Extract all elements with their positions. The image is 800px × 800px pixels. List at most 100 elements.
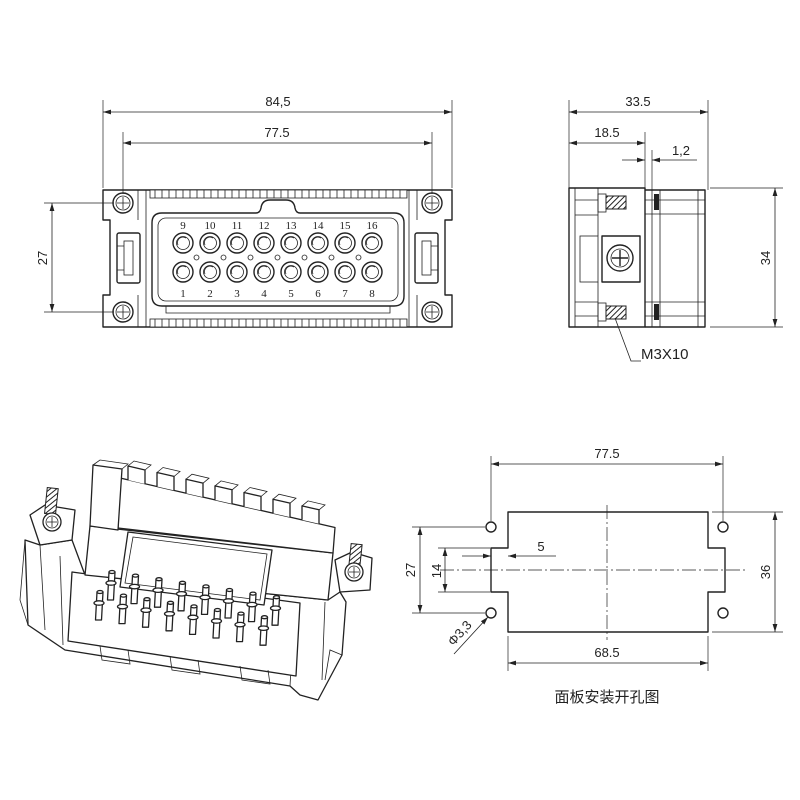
contact-pin: 16 bbox=[361, 220, 383, 254]
pin-socket-inner bbox=[230, 236, 244, 250]
pin-socket-outer bbox=[361, 261, 383, 283]
cutout-caption: 面板安装开孔图 bbox=[554, 688, 659, 706]
top-ribs bbox=[149, 189, 408, 199]
pin-contact-arc bbox=[285, 265, 295, 275]
contact-pin: 2 bbox=[199, 261, 221, 300]
pin-number: 13 bbox=[286, 220, 298, 232]
pin-socket-outer bbox=[280, 261, 302, 283]
iso-pin bbox=[269, 595, 282, 626]
pin-socket-inner bbox=[338, 236, 352, 250]
contact-pin: 7 bbox=[334, 261, 356, 300]
mounting-hole bbox=[485, 521, 497, 533]
pin-number: 9 bbox=[180, 220, 186, 232]
pin-contact-arc bbox=[258, 236, 268, 246]
contact-pin: 11 bbox=[226, 220, 248, 254]
insert-base-steps bbox=[165, 306, 391, 314]
contact-pin: 5 bbox=[280, 261, 302, 300]
pin-contact-arc bbox=[231, 265, 241, 275]
pin-socket-inner bbox=[311, 236, 325, 250]
iso-pin bbox=[163, 600, 176, 632]
pin-socket-outer bbox=[307, 261, 329, 283]
iso-left-post bbox=[89, 464, 123, 531]
pin-number: 2 bbox=[207, 288, 213, 300]
iso-pin bbox=[93, 589, 105, 621]
pin-contact-arc bbox=[312, 265, 322, 275]
pin-number: 3 bbox=[234, 288, 240, 300]
front-housing-profile bbox=[568, 187, 646, 328]
pin-socket-inner bbox=[257, 236, 271, 250]
pin-contact-arc bbox=[177, 236, 187, 246]
mounting-screw bbox=[112, 192, 134, 214]
insert-coding-dot bbox=[274, 254, 281, 261]
insert-coding-dot bbox=[328, 254, 335, 261]
iso-pin bbox=[116, 593, 129, 625]
iso-pin bbox=[152, 577, 164, 608]
iso-pin bbox=[128, 573, 141, 605]
pin-number: 16 bbox=[367, 220, 379, 232]
front-view: 84,5 77.5 27 bbox=[35, 94, 453, 328]
iso-post-side bbox=[92, 459, 129, 470]
screw-m3-top bbox=[605, 195, 627, 210]
bottom-ribs bbox=[149, 318, 408, 328]
contact-pin: 13 bbox=[280, 220, 302, 254]
contact-pin: 10 bbox=[199, 220, 221, 254]
flange-divider-lines bbox=[137, 190, 418, 327]
iso-pin bbox=[234, 611, 246, 643]
iso-pin bbox=[199, 584, 211, 616]
contact-pin: 3 bbox=[226, 261, 248, 300]
dim-text-notch-height: 14 bbox=[429, 564, 444, 578]
pin-number: 5 bbox=[288, 288, 294, 300]
profile-notch bbox=[579, 235, 599, 283]
pin-socket-outer bbox=[334, 261, 356, 283]
dim-text-cutout-width: 68.5 bbox=[594, 645, 619, 660]
pin-contact-arc bbox=[258, 265, 268, 275]
housing-outline bbox=[102, 189, 453, 328]
pin-socket-outer bbox=[172, 232, 194, 254]
pin-socket-outer bbox=[199, 232, 221, 254]
dim-text-front-depth: 18.5 bbox=[594, 125, 619, 140]
pin-socket-inner bbox=[284, 236, 298, 250]
pin-socket-inner bbox=[203, 265, 217, 279]
iso-left-mounting-screw bbox=[42, 486, 62, 532]
screw-leader-line bbox=[614, 317, 641, 362]
pin-contact-arc bbox=[231, 236, 241, 246]
pin-socket-inner bbox=[284, 265, 298, 279]
pin-socket-outer bbox=[280, 232, 302, 254]
pin-socket-outer bbox=[199, 261, 221, 283]
rear-profile-lines bbox=[645, 190, 705, 327]
dim-text-overall-width: 84,5 bbox=[265, 94, 290, 109]
hole-diameter-leader bbox=[453, 616, 489, 655]
contact-pin: 14 bbox=[307, 220, 329, 254]
rear-housing-profile bbox=[645, 189, 706, 328]
iso-pin bbox=[246, 591, 258, 623]
dim-text-total-depth: 33.5 bbox=[625, 94, 650, 109]
iso-pin bbox=[140, 597, 152, 628]
dim-text-hole-spacing-y: 27 bbox=[35, 251, 50, 265]
iso-pin bbox=[222, 587, 235, 619]
mounting-screw bbox=[421, 192, 443, 214]
dim-text-notch-depth: 5 bbox=[537, 539, 544, 554]
iso-pin bbox=[257, 615, 270, 646]
mounting-hole bbox=[717, 607, 729, 619]
ground-screw bbox=[601, 235, 641, 283]
dim-text-cutout-hole-spacing-y: 27 bbox=[403, 563, 418, 577]
dim-text-hole-spacing-x: 77.5 bbox=[264, 125, 289, 140]
contact-pin: 8 bbox=[361, 261, 383, 300]
pin-socket-inner bbox=[365, 236, 379, 250]
pin-contact-arc bbox=[366, 236, 376, 246]
iso-right-mounting-screw bbox=[344, 542, 364, 582]
iso-pin bbox=[175, 580, 188, 612]
isometric-view bbox=[19, 459, 373, 701]
pin-contact-arc bbox=[204, 265, 214, 275]
pin-socket-inner bbox=[338, 265, 352, 279]
pin-number: 12 bbox=[259, 220, 270, 232]
pin-number: 6 bbox=[315, 288, 321, 300]
contact-insert-inner bbox=[157, 217, 399, 302]
pin-socket-inner bbox=[257, 265, 271, 279]
side-view: 33.5 18.5 1,2 34 M3X10 bbox=[568, 94, 783, 363]
pin-socket-outer bbox=[253, 261, 275, 283]
screw-m3-bottom bbox=[605, 305, 627, 320]
